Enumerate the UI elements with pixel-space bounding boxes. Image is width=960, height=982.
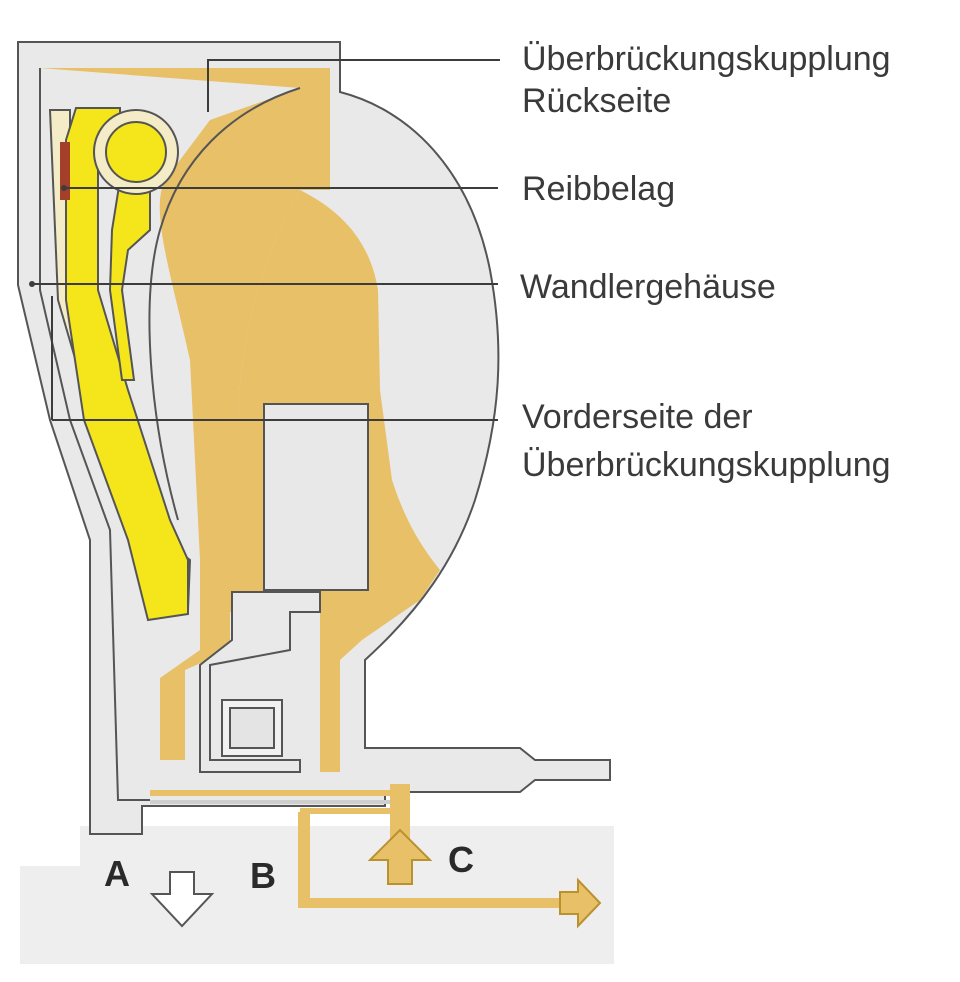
friction-lining: [60, 142, 70, 200]
shaft-stripes: [150, 790, 390, 814]
oil-flow-pipes: [298, 784, 560, 908]
arrow-b-right: [559, 877, 602, 929]
port-label-a: A: [104, 853, 130, 894]
callout-labels: Überbrückungskupplung Rückseite Reibbela…: [520, 40, 891, 484]
damper-spring: [93, 109, 179, 195]
pipe-c-flow: [390, 784, 410, 842]
label-lockup-front-line2: Überbrückungskupplung: [522, 446, 891, 484]
flow-arrows: [149, 828, 602, 929]
port-label-c: C: [448, 839, 474, 880]
hub-bearing-inner: [229, 707, 275, 749]
impeller-shell-arc: [148, 87, 301, 521]
label-lockup-front-line1: Vorderseite der: [522, 398, 753, 436]
lower-flow-zone: [20, 826, 614, 964]
pipe-b-flow: [298, 812, 560, 908]
port-label-b: B: [250, 855, 276, 896]
lockup-back-chamber: [40, 68, 330, 560]
turbine-window: [263, 403, 369, 591]
leader-lines: [29, 59, 500, 421]
leader-friction-lining-dot: [61, 185, 67, 191]
arrow-c-up: [367, 828, 433, 885]
label-friction-lining: Reibbelag: [522, 170, 675, 208]
damper-arm: [108, 179, 151, 381]
housing-inner-wall: [39, 68, 150, 801]
label-lockup-back-line1: Überbrückungskupplung: [522, 40, 891, 78]
shaft-stripe-2: [150, 800, 390, 804]
shaft-stripe-3: [300, 808, 390, 814]
label-converter-housing: Wandlergehäuse: [520, 268, 776, 306]
shaft-stripe-1: [150, 790, 390, 796]
hub-inner-box: [199, 591, 321, 773]
leader-lockup-back: [207, 59, 500, 112]
label-lockup-back-line2: Rückseite: [522, 82, 671, 120]
port-letters: A B C: [104, 839, 474, 896]
arrow-a-down: [149, 871, 215, 928]
leader-converter-housing-dot: [29, 281, 35, 287]
damper-spring-inner: [105, 121, 167, 183]
